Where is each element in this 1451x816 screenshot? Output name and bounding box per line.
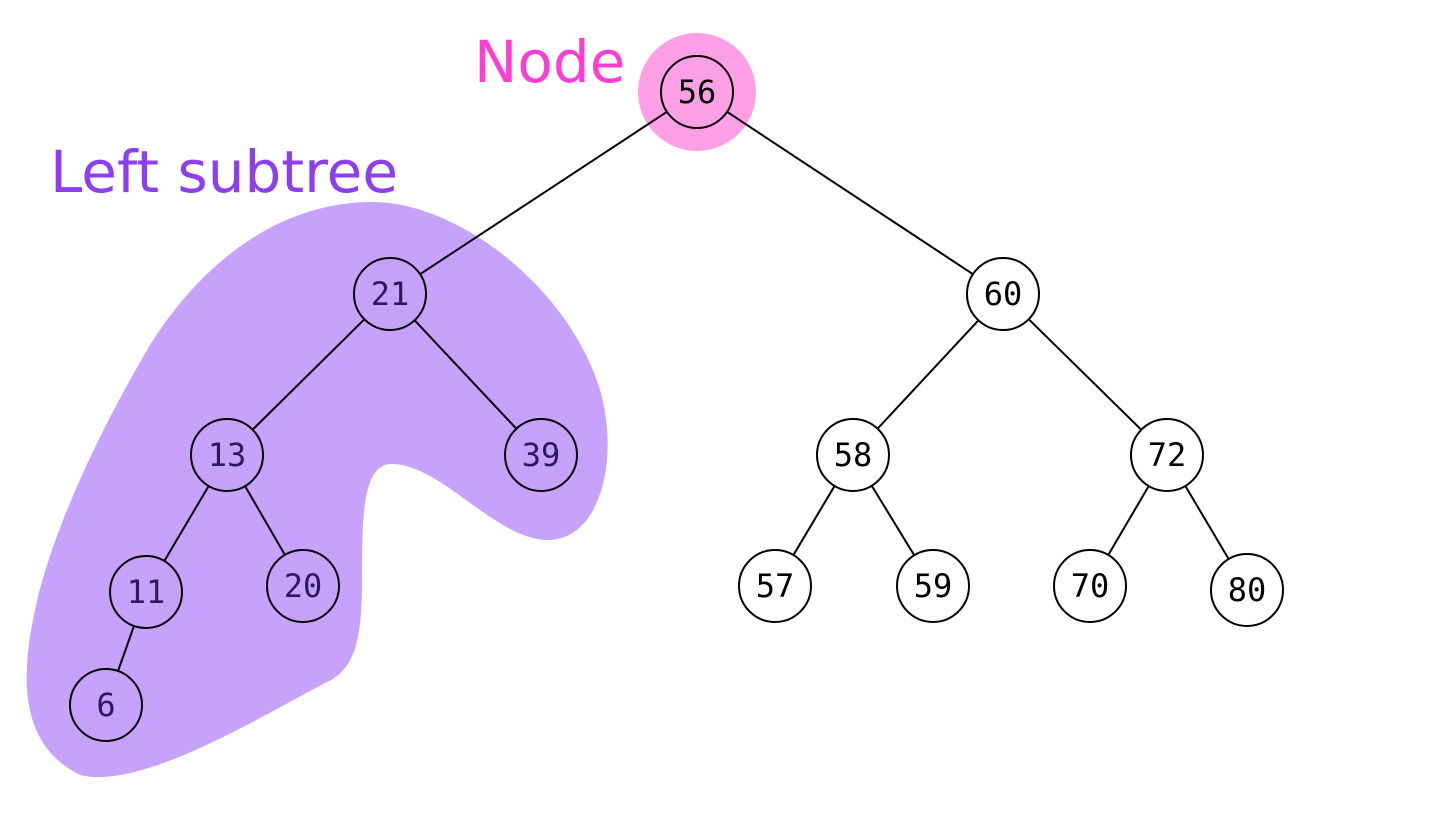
edge-21-13 [251,318,366,431]
node-circle [966,257,1040,331]
tree-node-57: 57 [738,549,812,623]
node-circle [266,549,340,623]
edge-13-11 [163,485,210,562]
edge-58-59 [870,485,916,556]
tree-node-6: 6 [69,668,143,742]
node-circle [660,55,734,129]
edge-72-80 [1184,485,1230,560]
node-value: 80 [1228,571,1267,609]
tree-node-70: 70 [1053,549,1127,623]
tree-node-56: 56 [660,55,734,129]
node-value: 56 [678,73,717,111]
node-circle [109,555,183,629]
edge-56-60 [726,110,974,276]
tree-node-59: 59 [896,549,970,623]
node-circle [816,418,890,492]
node-value: 6 [96,686,115,724]
tree-node-21: 21 [353,257,427,331]
tree-nodes: 56 21 60 13 39 58 72 11 20 57 59 70 80 6 [69,55,1284,742]
node-value: 72 [1148,436,1187,474]
edge-11-6 [117,625,135,672]
node-circle [353,257,427,331]
edge-21-39 [413,319,518,430]
node-circle [190,418,264,492]
node-circle [896,549,970,623]
node-circle [504,418,578,492]
node-circle [1210,553,1284,627]
edge-58-57 [792,485,836,556]
node-value: 58 [834,436,873,474]
node-circle [1053,549,1127,623]
node-value: 20 [284,567,323,605]
node-value: 57 [756,567,795,605]
node-label: Node [474,28,625,96]
node-circle [1130,418,1204,492]
tree-node-80: 80 [1210,553,1284,627]
node-value: 60 [984,275,1023,313]
edge-13-20 [244,485,286,556]
node-value: 13 [208,436,247,474]
node-value: 70 [1071,567,1110,605]
tree-node-39: 39 [504,418,578,492]
node-value: 59 [914,567,953,605]
edge-60-72 [1027,318,1143,431]
tree-node-11: 11 [109,555,183,629]
node-value: 21 [371,275,410,313]
edge-72-70 [1107,485,1150,556]
node-value: 39 [522,436,561,474]
node-circle [738,549,812,623]
left-subtree-region [26,202,608,778]
tree-node-72: 72 [1130,418,1204,492]
edge-56-21 [419,110,668,276]
node-value: 11 [127,573,166,611]
tree-node-60: 60 [966,257,1040,331]
tree-edges [117,110,1230,672]
node-circle [69,668,143,742]
tree-node-20: 20 [266,549,340,623]
tree-node-58: 58 [816,418,890,492]
left-subtree-label: Left subtree [50,138,398,206]
edge-60-58 [876,319,980,430]
tree-node-13: 13 [190,418,264,492]
